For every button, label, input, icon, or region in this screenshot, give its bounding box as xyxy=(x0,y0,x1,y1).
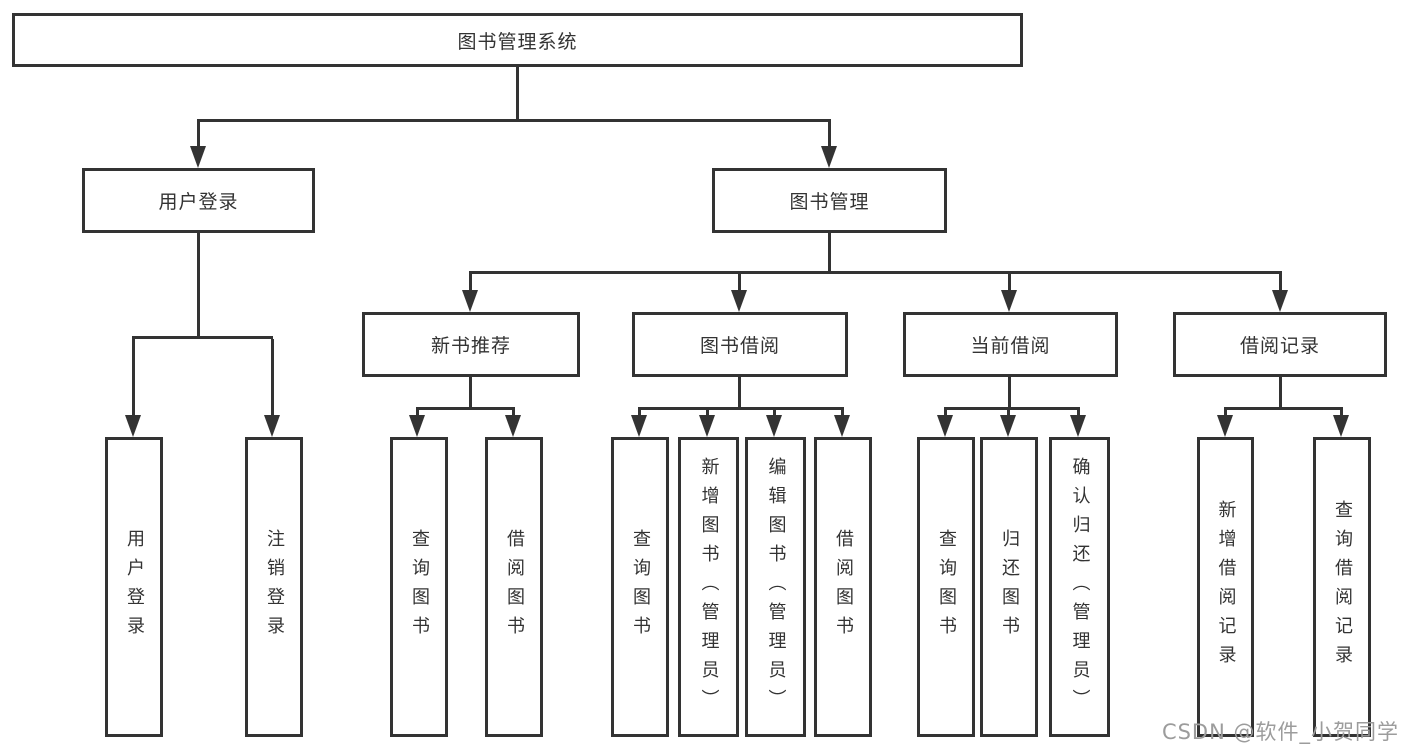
node-borrowing-records: 借阅记录 xyxy=(1173,312,1387,377)
leaf-edit-books-admin: 编辑图书（管理员） xyxy=(745,437,806,737)
leaf-return-books-label: 归还图书 xyxy=(999,529,1020,645)
leaf-add-borrow-record: 新增借阅记录 xyxy=(1197,437,1254,737)
node-book-borrowing-label: 图书借阅 xyxy=(699,335,780,357)
line-stem-g3-2 xyxy=(706,410,709,416)
arrow-g3-3 xyxy=(766,415,782,437)
node-root-label: 图书管理系统 xyxy=(457,30,578,53)
line-new-book-horizontal xyxy=(416,407,515,410)
leaf-user-login: 用户登录 xyxy=(105,437,163,737)
line-stem-g2-1 xyxy=(416,410,419,416)
line-book-management-stub xyxy=(828,233,831,271)
line-level3-horizontal xyxy=(469,271,1282,274)
leaf-user-login-label: 用户登录 xyxy=(124,529,145,645)
leaf-return-books: 归还图书 xyxy=(980,437,1038,737)
line-stem-g4-2 xyxy=(1007,410,1010,416)
line-stem-current-borrowing xyxy=(1008,274,1011,290)
leaf-query-books-borrowing-label: 查询图书 xyxy=(630,529,651,645)
arrow-g3-1 xyxy=(631,415,647,437)
node-current-borrowing: 当前借阅 xyxy=(903,312,1118,377)
arrow-g4-3 xyxy=(1070,415,1086,437)
arrow-g4-2 xyxy=(1000,415,1016,437)
arrow-g2-1 xyxy=(409,415,425,437)
arrow-leaf-user-login xyxy=(125,415,141,437)
line-book-borrowing-horizontal xyxy=(638,407,844,410)
arrow-current-borrowing xyxy=(1001,290,1017,312)
leaf-query-borrow-record-label: 查询借阅记录 xyxy=(1332,500,1353,674)
line-stem-g2-2 xyxy=(512,410,515,416)
line-stem-user-login xyxy=(197,122,200,148)
line-current-borrowing-stub xyxy=(1008,377,1011,408)
leaf-add-books-admin-label: 新增图书（管理员） xyxy=(698,456,720,718)
line-stem-g4-1 xyxy=(944,410,947,416)
arrow-g5-2 xyxy=(1333,415,1349,437)
leaf-query-books-current-label: 查询图书 xyxy=(936,529,957,645)
node-book-management: 图书管理 xyxy=(712,168,947,233)
leaf-query-borrow-record: 查询借阅记录 xyxy=(1313,437,1371,737)
line-current-borrowing-horizontal xyxy=(944,407,1080,410)
line-stem-new-book xyxy=(469,274,472,290)
arrow-book-borrowing xyxy=(731,290,747,312)
leaf-query-books-current: 查询图书 xyxy=(917,437,975,737)
line-level2-horizontal xyxy=(197,119,831,122)
leaf-confirm-return-admin: 确认归还（管理员） xyxy=(1049,437,1110,737)
line-stem-g3-4 xyxy=(841,410,844,416)
line-borrowing-records-horizontal xyxy=(1224,407,1343,410)
line-stem-book-borrowing xyxy=(738,274,741,290)
node-new-book-recommend-label: 新书推荐 xyxy=(430,335,511,357)
line-user-login-horizontal xyxy=(132,336,273,339)
line-stem-g5-2 xyxy=(1340,410,1343,416)
leaf-query-books-recommend-label: 查询图书 xyxy=(409,529,430,645)
leaf-borrow-books-borrowing: 借阅图书 xyxy=(814,437,872,737)
leaf-confirm-return-admin-label: 确认归还（管理员） xyxy=(1069,456,1091,718)
leaf-borrow-books-recommend: 借阅图书 xyxy=(485,437,543,737)
line-borrowing-records-stub xyxy=(1279,377,1282,408)
leaf-add-borrow-record-label: 新增借阅记录 xyxy=(1215,500,1237,674)
node-book-management-label: 图书管理 xyxy=(789,191,870,213)
line-stem-g5-1 xyxy=(1224,410,1227,416)
line-book-borrowing-stub xyxy=(738,377,741,408)
leaf-borrow-books-recommend-label: 借阅图书 xyxy=(504,529,525,645)
arrow-g3-2 xyxy=(699,415,715,437)
node-new-book-recommend: 新书推荐 xyxy=(362,312,580,377)
arrow-new-book xyxy=(462,290,478,312)
line-stem-g3-3 xyxy=(773,410,776,416)
line-stem-leaf-logout xyxy=(271,339,274,415)
node-book-borrowing: 图书借阅 xyxy=(632,312,848,377)
node-user-login-label: 用户登录 xyxy=(158,191,239,213)
leaf-borrow-books-borrowing-label: 借阅图书 xyxy=(833,529,854,645)
leaf-add-books-admin: 新增图书（管理员） xyxy=(678,437,739,737)
arrow-borrowing-records xyxy=(1272,290,1288,312)
line-stem-borrowing-records xyxy=(1279,274,1282,290)
line-stem-g4-3 xyxy=(1077,410,1080,416)
node-current-borrowing-label: 当前借阅 xyxy=(970,335,1051,357)
node-user-login: 用户登录 xyxy=(82,168,315,233)
leaf-logout: 注销登录 xyxy=(245,437,303,737)
leaf-query-books-borrowing: 查询图书 xyxy=(611,437,669,737)
line-stem-book-management xyxy=(828,122,831,148)
node-borrowing-records-label: 借阅记录 xyxy=(1239,335,1320,357)
node-root: 图书管理系统 xyxy=(12,13,1023,67)
arrow-g4-1 xyxy=(937,415,953,437)
line-stem-leaf-user-login xyxy=(132,339,135,415)
arrow-g3-4 xyxy=(834,415,850,437)
leaf-edit-books-admin-label: 编辑图书（管理员） xyxy=(765,456,787,718)
line-new-book-stub xyxy=(469,377,472,408)
line-root-stub xyxy=(516,67,519,122)
csdn-watermark: CSDN @软件_小贺同学 xyxy=(1161,720,1399,744)
arrow-g5-1 xyxy=(1217,415,1233,437)
arrow-leaf-logout xyxy=(264,415,280,437)
leaf-logout-label: 注销登录 xyxy=(264,529,285,645)
line-stem-g3-1 xyxy=(638,410,641,416)
arrow-user-login xyxy=(190,146,206,168)
arrow-book-management xyxy=(821,146,837,168)
leaf-query-books-recommend: 查询图书 xyxy=(390,437,448,737)
line-user-login-stub xyxy=(197,233,200,336)
arrow-g2-2 xyxy=(505,415,521,437)
